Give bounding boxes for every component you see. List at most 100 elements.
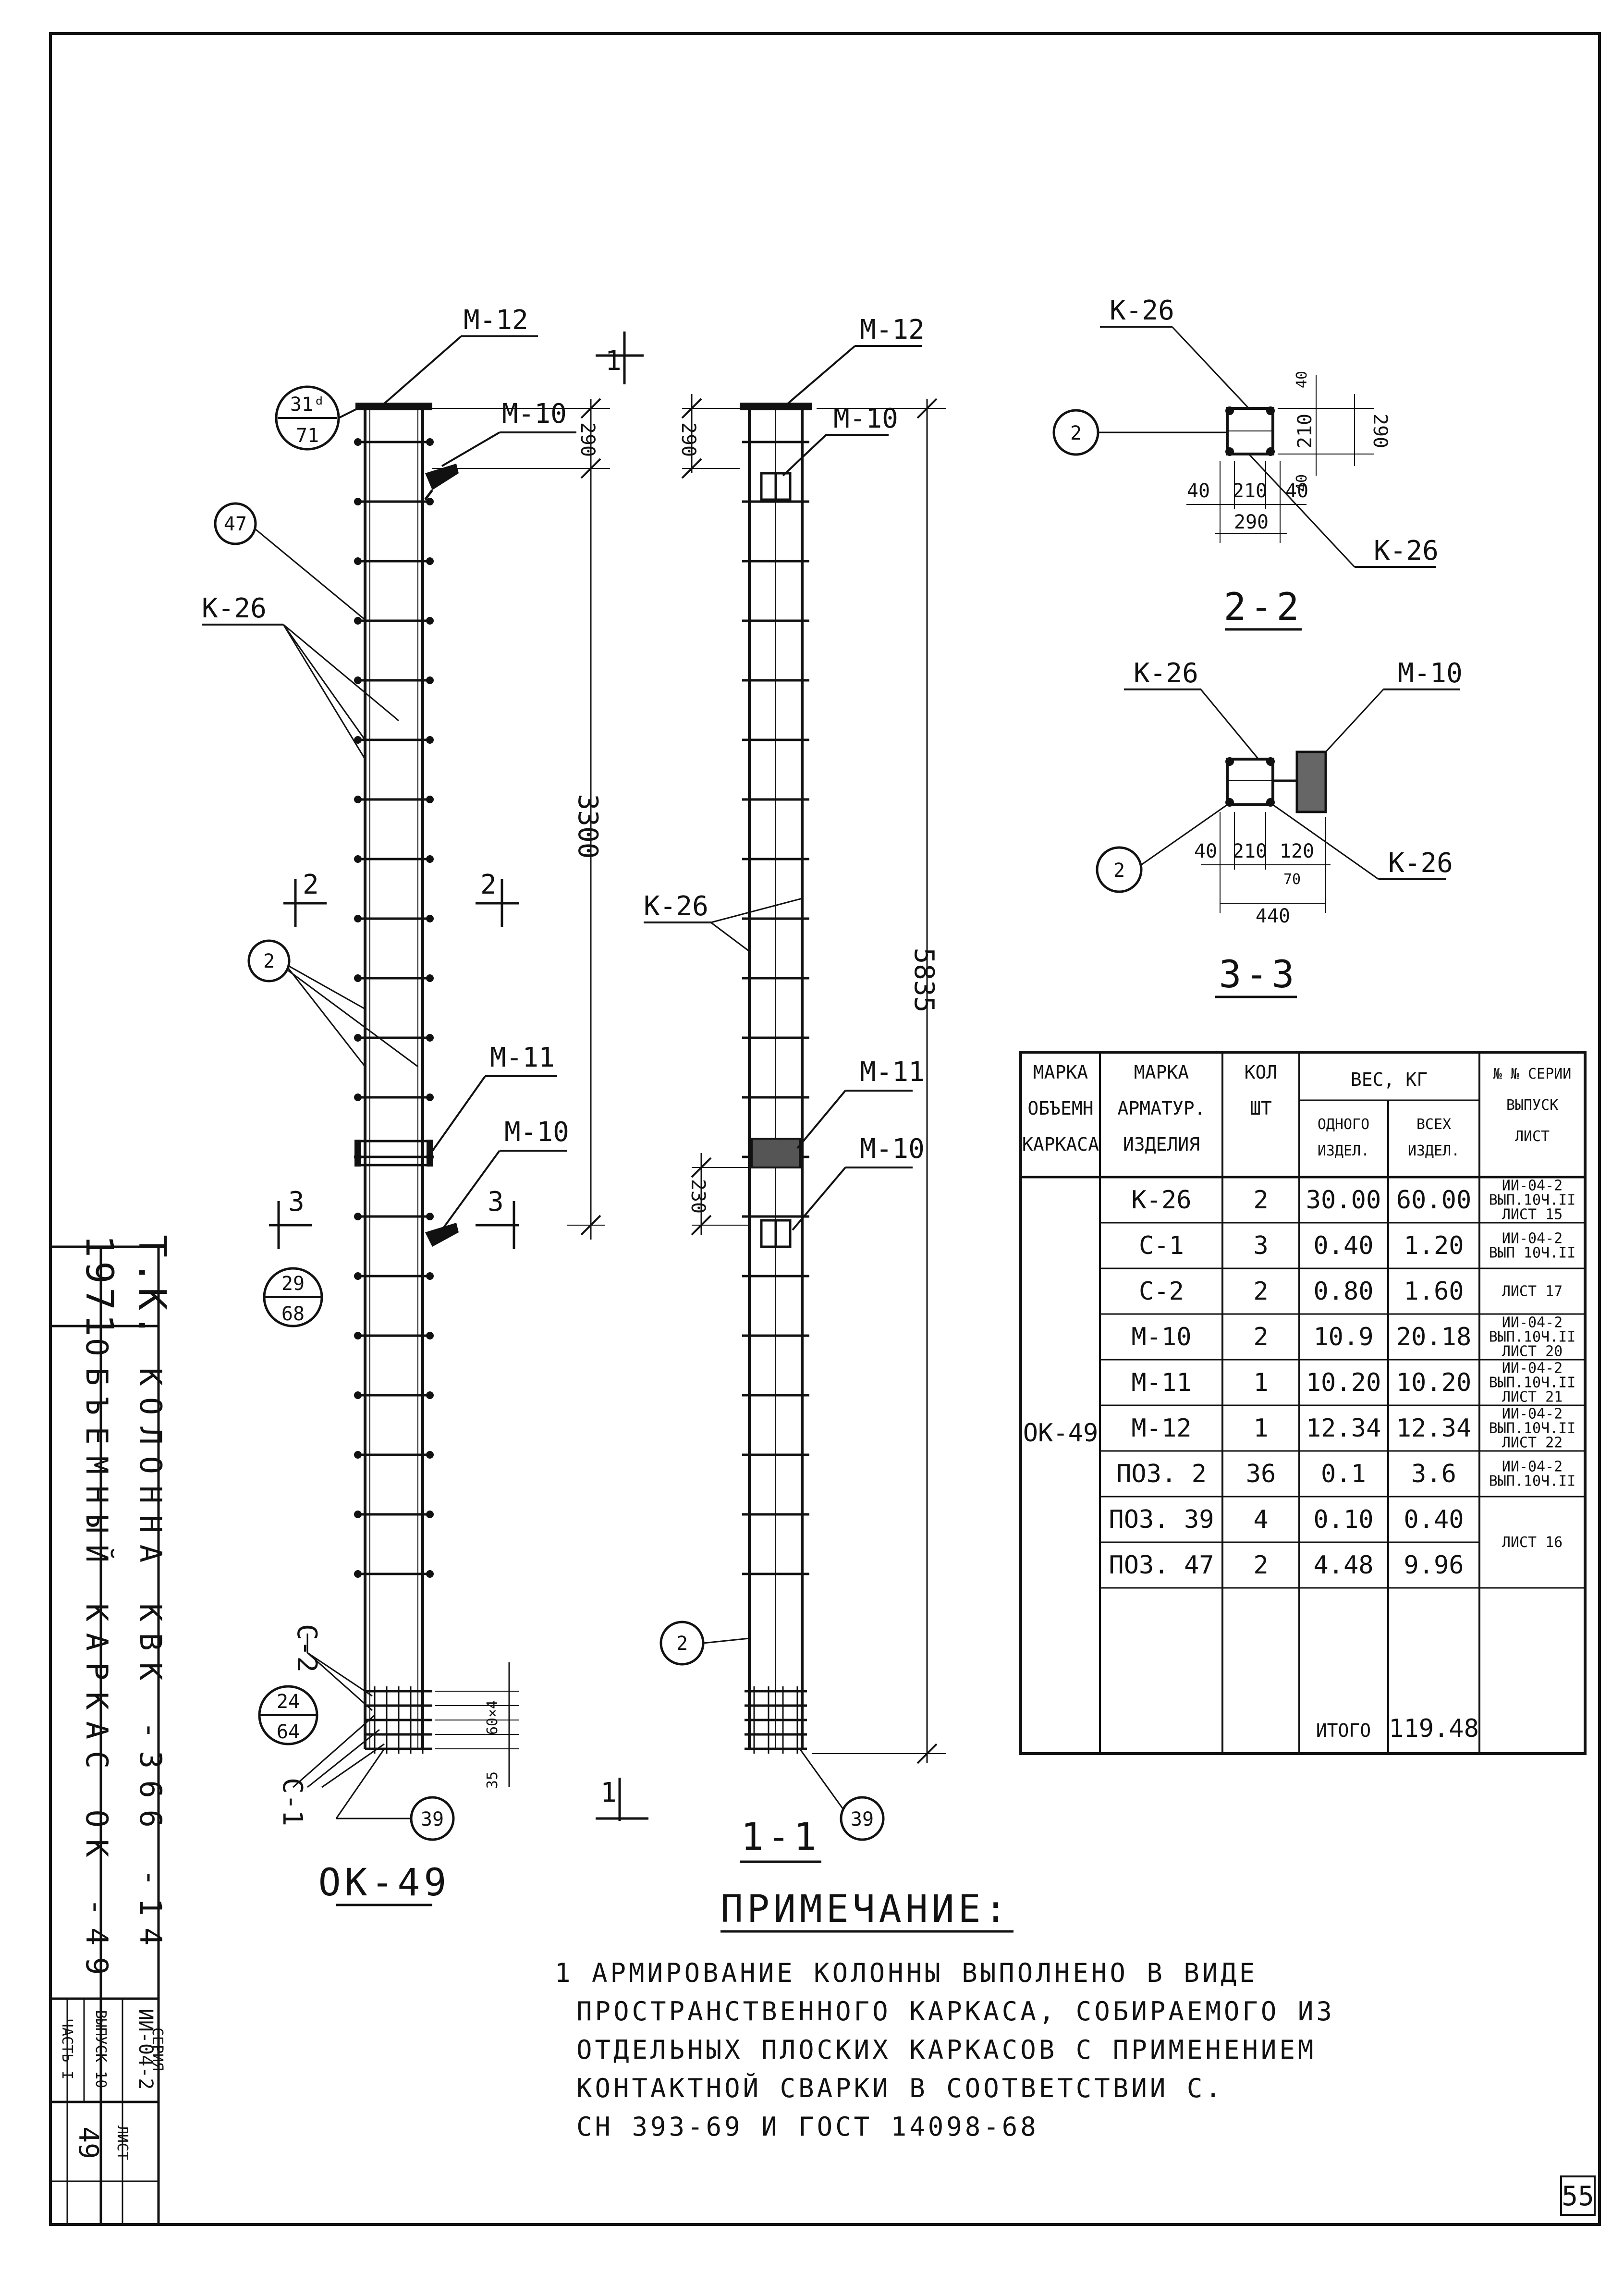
hdr-col4a-l2: ИЗДЕЛ. <box>1318 1143 1369 1159</box>
side-title-block: 1971 Т.К. КОЛОННА КВК -366 -14 ОБЪЕМНЫЙ … <box>50 1235 173 2224</box>
hdr-col4: ВЕС, КГ <box>1351 1069 1428 1090</box>
frame-mark: ОК-49 <box>1023 1419 1099 1448</box>
table-ref-text: ИИ-04-2 <box>1502 1360 1563 1377</box>
bottom-mesh-elevation <box>365 1686 432 1754</box>
table-cell-qty: 1 <box>1253 1368 1268 1397</box>
stirrup-dot <box>426 1272 434 1280</box>
total-label: ИТОГО <box>1316 1720 1371 1741</box>
dim-290-section: 290 <box>677 422 699 457</box>
table-cell-all: 9.96 <box>1404 1551 1464 1580</box>
label-m12: М-12 <box>464 305 528 336</box>
table-cell-all: 60.00 <box>1396 1186 1472 1215</box>
cut-3-right: 3 <box>488 1186 504 1217</box>
dim-230: 230 <box>687 1179 709 1214</box>
ref-29-bot: 68 <box>281 1303 305 1325</box>
label-k26-section: К-26 <box>644 891 708 922</box>
side-sheet-value: 49 <box>73 2126 104 2159</box>
stirrup-dot <box>354 617 362 625</box>
pos-47-label: 47 <box>224 513 247 535</box>
stirrup-dot <box>354 974 362 982</box>
section-3-3-cage <box>1226 758 1274 806</box>
note-line-3: ОТДЕЛЬНЫХ ПЛОСКИХ КАРКАСОВ С ПРИМЕНЕНИЕМ <box>576 2035 1316 2065</box>
dim-22-e: 40 <box>1294 371 1310 388</box>
hdr-col4b-l2: ИЗДЕЛ. <box>1408 1143 1460 1159</box>
table-cell-item: К-26 <box>1131 1186 1191 1215</box>
note-line-1: 1 АРМИРОВАНИЕ КОЛОННЫ ВЫПОЛНЕНО В ВИДЕ <box>555 1958 1258 1988</box>
table-cell-qty: 36 <box>1246 1460 1276 1488</box>
table-cell-one: 12.34 <box>1306 1414 1381 1443</box>
dim-35: 35 <box>484 1771 501 1789</box>
ref-29-top: 29 <box>281 1273 305 1295</box>
side-year: 1971 <box>77 1235 121 1340</box>
dim-22-c: 40 <box>1285 480 1308 502</box>
pos-2-circle-33 <box>1096 846 1143 893</box>
sheet-frame <box>49 32 1601 2226</box>
pos-47-circle <box>214 502 257 545</box>
stirrup-dot <box>354 557 362 565</box>
table-ref-text: ИИ-04-2 <box>1502 1406 1563 1423</box>
stirrup-dot <box>426 1451 434 1459</box>
dim-33-b: 210 <box>1233 840 1267 862</box>
table-cell-item: С-1 <box>1139 1231 1184 1260</box>
dim-33-e: 440 <box>1256 905 1290 927</box>
label-m11-section: М-11 <box>860 1057 925 1088</box>
table-ref-text: ЛИСТ 15 <box>1502 1206 1563 1223</box>
hdr-col5-l2: ВЫПУСК <box>1506 1097 1558 1114</box>
label-m10-top-section: М-10 <box>833 403 898 434</box>
pos-2-label-33: 2 <box>1113 860 1125 882</box>
stirrup-dot <box>354 915 362 922</box>
pos-2-label-22: 2 <box>1070 422 1082 444</box>
cut-2-left: 2 <box>303 869 319 900</box>
table-cell-qty: 2 <box>1253 1186 1268 1215</box>
side-sheet-label: ЛИСТ <box>114 2126 131 2160</box>
ref-circle-24-64 <box>258 1685 318 1745</box>
stirrup-dot <box>426 1511 434 1518</box>
table-cell-one: 10.9 <box>1313 1323 1373 1352</box>
page-number: 55 <box>1562 2181 1594 2212</box>
stirrup-dot <box>426 1570 434 1578</box>
table-cell-qty: 1 <box>1253 1414 1268 1443</box>
pos-39-label-section: 39 <box>851 1808 874 1831</box>
stirrup-dot <box>426 1034 434 1042</box>
hdr-col2-l1: МАРКА <box>1134 1062 1189 1083</box>
label-c1: С-1 <box>277 1778 308 1826</box>
side-title-2: ОБЪЕМНЫЙ КАРКАС ОК -49 <box>79 1338 114 1986</box>
table-cell-qty: 2 <box>1253 1323 1268 1352</box>
note-block: ПРИМЕЧАНИЕ: 1 АРМИРОВАНИЕ КОЛОННЫ ВЫПОЛН… <box>555 1888 1332 2142</box>
note-heading: ПРИМЕЧАНИЕ: <box>720 1888 1011 1931</box>
stirrup-dot <box>354 1570 362 1578</box>
hdr-col5-l3: ЛИСТ <box>1515 1128 1550 1145</box>
stirrup-dot <box>354 736 362 744</box>
table-ref-text: ЛИСТ 20 <box>1502 1343 1563 1360</box>
hdr-col4b-l1: ВСЕХ <box>1416 1116 1451 1133</box>
cut-3-left: 3 <box>288 1186 305 1217</box>
table-cell-qty: 2 <box>1253 1551 1268 1580</box>
bottom-mesh-section-1-1 <box>745 1686 807 1754</box>
caption-2-2: 2-2 <box>1224 586 1303 629</box>
dim-22-b: 210 <box>1233 480 1267 502</box>
table-ref-text: ВЫП.10Ч.II <box>1489 1473 1576 1490</box>
stirrup-dot <box>354 1511 362 1518</box>
hdr-col1-l2: ОБЪЕМН <box>1027 1098 1093 1119</box>
dim-22-a: 40 <box>1187 480 1210 502</box>
bracket-m10-top <box>425 464 459 490</box>
label-m10-33: М-10 <box>1398 658 1463 689</box>
section-3-3: К-26 М-10 2 К-26 40 210 120 70 440 3-3 <box>1096 658 1463 998</box>
stirrup-dot <box>426 1332 434 1339</box>
stirrup-dot <box>426 676 434 684</box>
dim-22-f: 210 <box>1294 414 1316 448</box>
table-cell-one: 0.80 <box>1313 1277 1373 1306</box>
ref-circle-29-68 <box>263 1267 323 1327</box>
dim-33-c: 120 <box>1280 840 1314 862</box>
label-m12-section: М-12 <box>860 314 925 345</box>
label-m10-top: М-10 <box>502 398 567 430</box>
dim-22-h: 290 <box>1369 414 1391 448</box>
stirrup-dot <box>354 1332 362 1339</box>
table-ref-text: ЛИСТ 21 <box>1502 1389 1563 1406</box>
label-m11-elev: М-11 <box>490 1042 555 1073</box>
stirrup-dot <box>426 617 434 625</box>
table-cell-qty: 4 <box>1253 1505 1268 1534</box>
m10-plate-33 <box>1295 750 1327 813</box>
stirrup-dot <box>426 736 434 744</box>
table-ref-text: ВЫП 10Ч.II <box>1489 1245 1576 1262</box>
